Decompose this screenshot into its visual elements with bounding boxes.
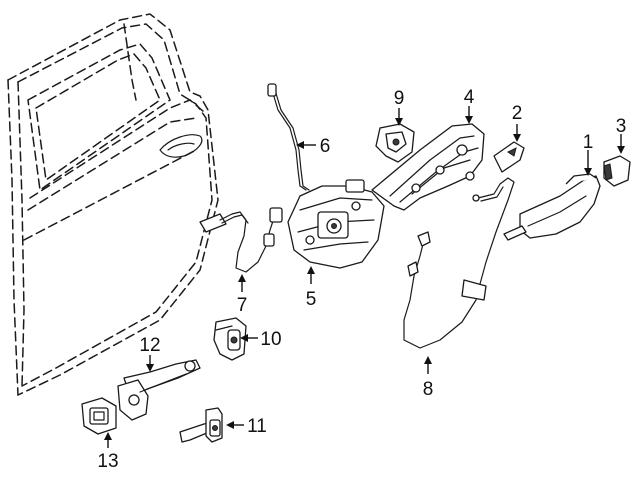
part-3-end-cap [603,155,631,187]
callout-12: 12 [139,335,160,356]
callout-1: 1 [583,132,594,153]
part-9-bracket [375,123,415,163]
callout-13: 13 [97,451,118,472]
callout-8: 8 [423,379,434,400]
part-1-outside-handle [503,173,601,241]
callout-4: 4 [464,87,475,108]
part-2-cover [493,141,525,173]
part-13-door-check-cap [81,397,117,435]
callout-2: 2 [512,103,523,124]
door-outline [7,13,219,396]
part-5-door-latch [287,179,385,269]
callout-11: 11 [247,416,267,437]
part-6-lock-rod [267,83,310,191]
callout-6: 6 [320,136,331,157]
part-7-wiring-harness [199,207,283,273]
part-8-cable [403,177,515,349]
part-12-door-check [117,359,201,421]
callout-7: 7 [237,295,248,316]
part-4-handle-carrier [371,123,485,211]
callout-3: 3 [616,116,627,137]
callout-9: 9 [394,88,405,109]
leader-lines [104,106,625,448]
part-10-hinge-upper [213,317,247,361]
callout-5: 5 [306,289,317,310]
callout-10: 10 [260,329,281,350]
part-11-hinge-lower [179,407,223,443]
